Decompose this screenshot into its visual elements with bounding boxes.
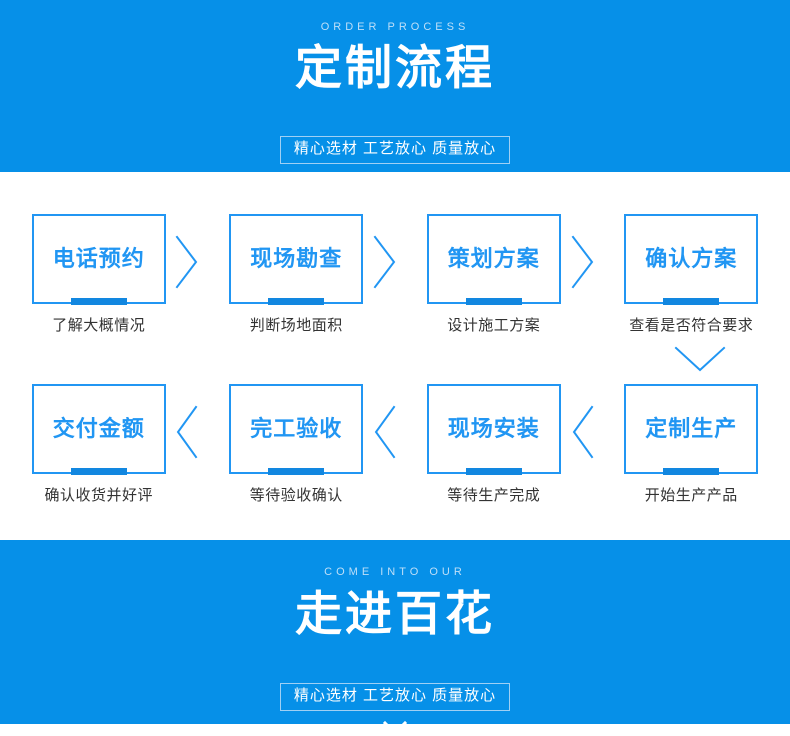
step-title: 现场安装	[448, 418, 540, 440]
step-caption: 确认收货并好评	[44, 488, 153, 503]
step-accent-bar	[663, 298, 719, 305]
step-caption: 判断场地面积	[250, 318, 343, 333]
process-step[interactable]: 交付金额 确认收货并好评	[0, 384, 198, 503]
bottom-banner: COME INTO OUR 走进百花 精心选材 工艺放心 质量放心	[0, 540, 790, 724]
process-step[interactable]: 电话预约 了解大概情况	[0, 214, 198, 333]
top-banner-title: 定制流程	[295, 44, 495, 91]
step-accent-bar	[268, 298, 324, 305]
step-box[interactable]: 定制生产	[624, 384, 758, 474]
process-row-1: 电话预约 了解大概情况 现场勘查 判断场地面积 策划方案 设计施工方案	[0, 214, 790, 333]
process-row-2: 交付金额 确认收货并好评 完工验收 等待验收确认 现场安装 等待生产完成	[0, 384, 790, 503]
top-banner: ORDER PROCESS 定制流程 精心选材 工艺放心 质量放心	[0, 0, 790, 172]
step-title: 现场勘查	[250, 248, 342, 270]
top-banner-badge: 精心选材 工艺放心 质量放心	[280, 136, 510, 164]
step-title: 交付金额	[53, 418, 145, 440]
step-box[interactable]: 策划方案	[427, 214, 561, 304]
step-caption: 了解大概情况	[52, 318, 145, 333]
step-caption: 查看是否符合要求	[629, 318, 753, 333]
step-accent-bar	[71, 298, 127, 305]
bottom-banner-badge: 精心选材 工艺放心 质量放心	[280, 683, 510, 711]
step-title: 电话预约	[53, 248, 145, 270]
process-step[interactable]: 现场勘查 判断场地面积	[198, 214, 396, 333]
top-banner-eyebrow: ORDER PROCESS	[321, 22, 470, 33]
step-title: 确认方案	[645, 248, 737, 270]
step-caption: 设计施工方案	[447, 318, 540, 333]
step-accent-bar	[466, 298, 522, 305]
process-step[interactable]: 现场安装 等待生产完成	[395, 384, 593, 503]
step-box[interactable]: 电话预约	[32, 214, 166, 304]
step-accent-bar	[466, 468, 522, 475]
process-step[interactable]: 定制生产 开始生产产品	[593, 384, 790, 503]
chevron-down-icon	[672, 344, 728, 374]
step-box[interactable]: 确认方案	[624, 214, 758, 304]
step-box[interactable]: 完工验收	[229, 384, 363, 474]
step-title: 策划方案	[448, 248, 540, 270]
step-accent-bar	[663, 468, 719, 475]
bottom-banner-eyebrow: COME INTO OUR	[324, 567, 466, 578]
step-caption: 开始生产产品	[645, 488, 738, 503]
process-step[interactable]: 完工验收 等待验收确认	[198, 384, 396, 503]
step-caption: 等待验收确认	[250, 488, 343, 503]
step-box[interactable]: 交付金额	[32, 384, 166, 474]
process-step[interactable]: 策划方案 设计施工方案	[395, 214, 593, 333]
step-box[interactable]: 现场安装	[427, 384, 561, 474]
process-step[interactable]: 确认方案 查看是否符合要求	[593, 214, 790, 333]
step-title: 定制生产	[645, 418, 737, 440]
process-flow: 电话预约 了解大概情况 现场勘查 判断场地面积 策划方案 设计施工方案	[0, 172, 790, 540]
chevron-down-icon	[382, 720, 408, 736]
step-accent-bar	[71, 468, 127, 475]
step-accent-bar	[268, 468, 324, 475]
step-title: 完工验收	[250, 418, 342, 440]
step-caption: 等待生产完成	[447, 488, 540, 503]
bottom-banner-title: 走进百花	[295, 590, 495, 637]
step-box[interactable]: 现场勘查	[229, 214, 363, 304]
